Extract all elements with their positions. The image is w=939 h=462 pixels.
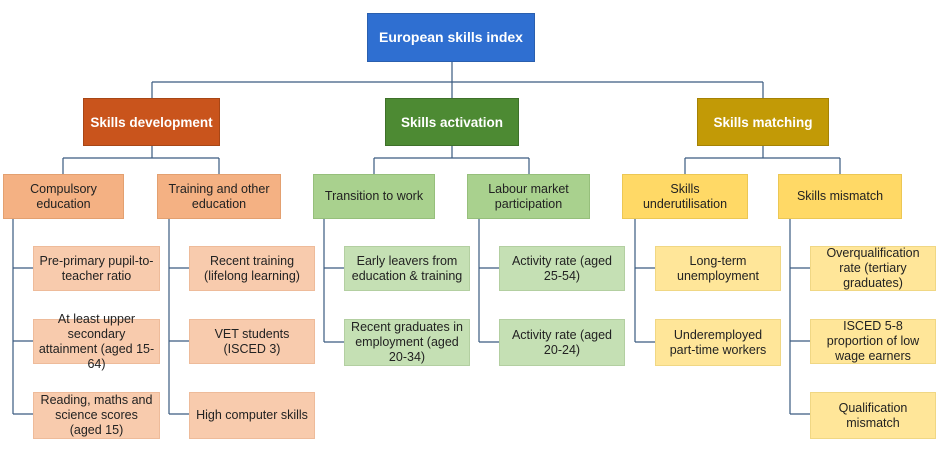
pillar-skills-development: Skills development xyxy=(83,98,220,146)
pillar-skills-activation: Skills activation xyxy=(385,98,519,146)
pillar-skills-matching: Skills matching xyxy=(697,98,829,146)
indicator-high-computer-skills: High computer skills xyxy=(189,392,315,439)
category-transition-to-work: Transition to work xyxy=(313,174,435,219)
indicator-overqualification-rate: Overqualification rate (tertiary graduat… xyxy=(810,246,936,291)
indicator-recent-graduates-employment: Recent graduates in employment (aged 20-… xyxy=(344,319,470,366)
indicator-underemployed-part-time: Underemployed part-time workers xyxy=(655,319,781,366)
indicator-upper-secondary-attainment: At least upper secondary attainment (age… xyxy=(33,312,160,371)
root-node: European skills index xyxy=(367,13,535,62)
indicator-long-term-unemployment: Long-term unemployment xyxy=(655,246,781,291)
indicator-recent-training: Recent training (lifelong learning) xyxy=(189,246,315,291)
indicator-vet-students: VET students (ISCED 3) xyxy=(189,319,315,364)
indicator-qualification-mismatch: Qualification mismatch xyxy=(810,392,936,439)
category-skills-underutilisation: Skills underutilisation xyxy=(622,174,748,219)
indicator-reading-maths-science: Reading, maths and science scores (aged … xyxy=(33,392,160,439)
category-compulsory-education: Compulsory education xyxy=(3,174,124,219)
indicator-isced-low-wage: ISCED 5-8 proportion of low wage earners xyxy=(810,319,936,364)
category-skills-mismatch: Skills mismatch xyxy=(778,174,902,219)
indicator-early-leavers: Early leavers from education & training xyxy=(344,246,470,291)
indicator-activity-rate-25-54: Activity rate (aged 25-54) xyxy=(499,246,625,291)
indicator-activity-rate-20-24: Activity rate (aged 20-24) xyxy=(499,319,625,366)
category-training-other-education: Training and other education xyxy=(157,174,281,219)
category-labour-market-participation: Labour market participation xyxy=(467,174,590,219)
indicator-pre-primary-ratio: Pre-primary pupil-to-teacher ratio xyxy=(33,246,160,291)
